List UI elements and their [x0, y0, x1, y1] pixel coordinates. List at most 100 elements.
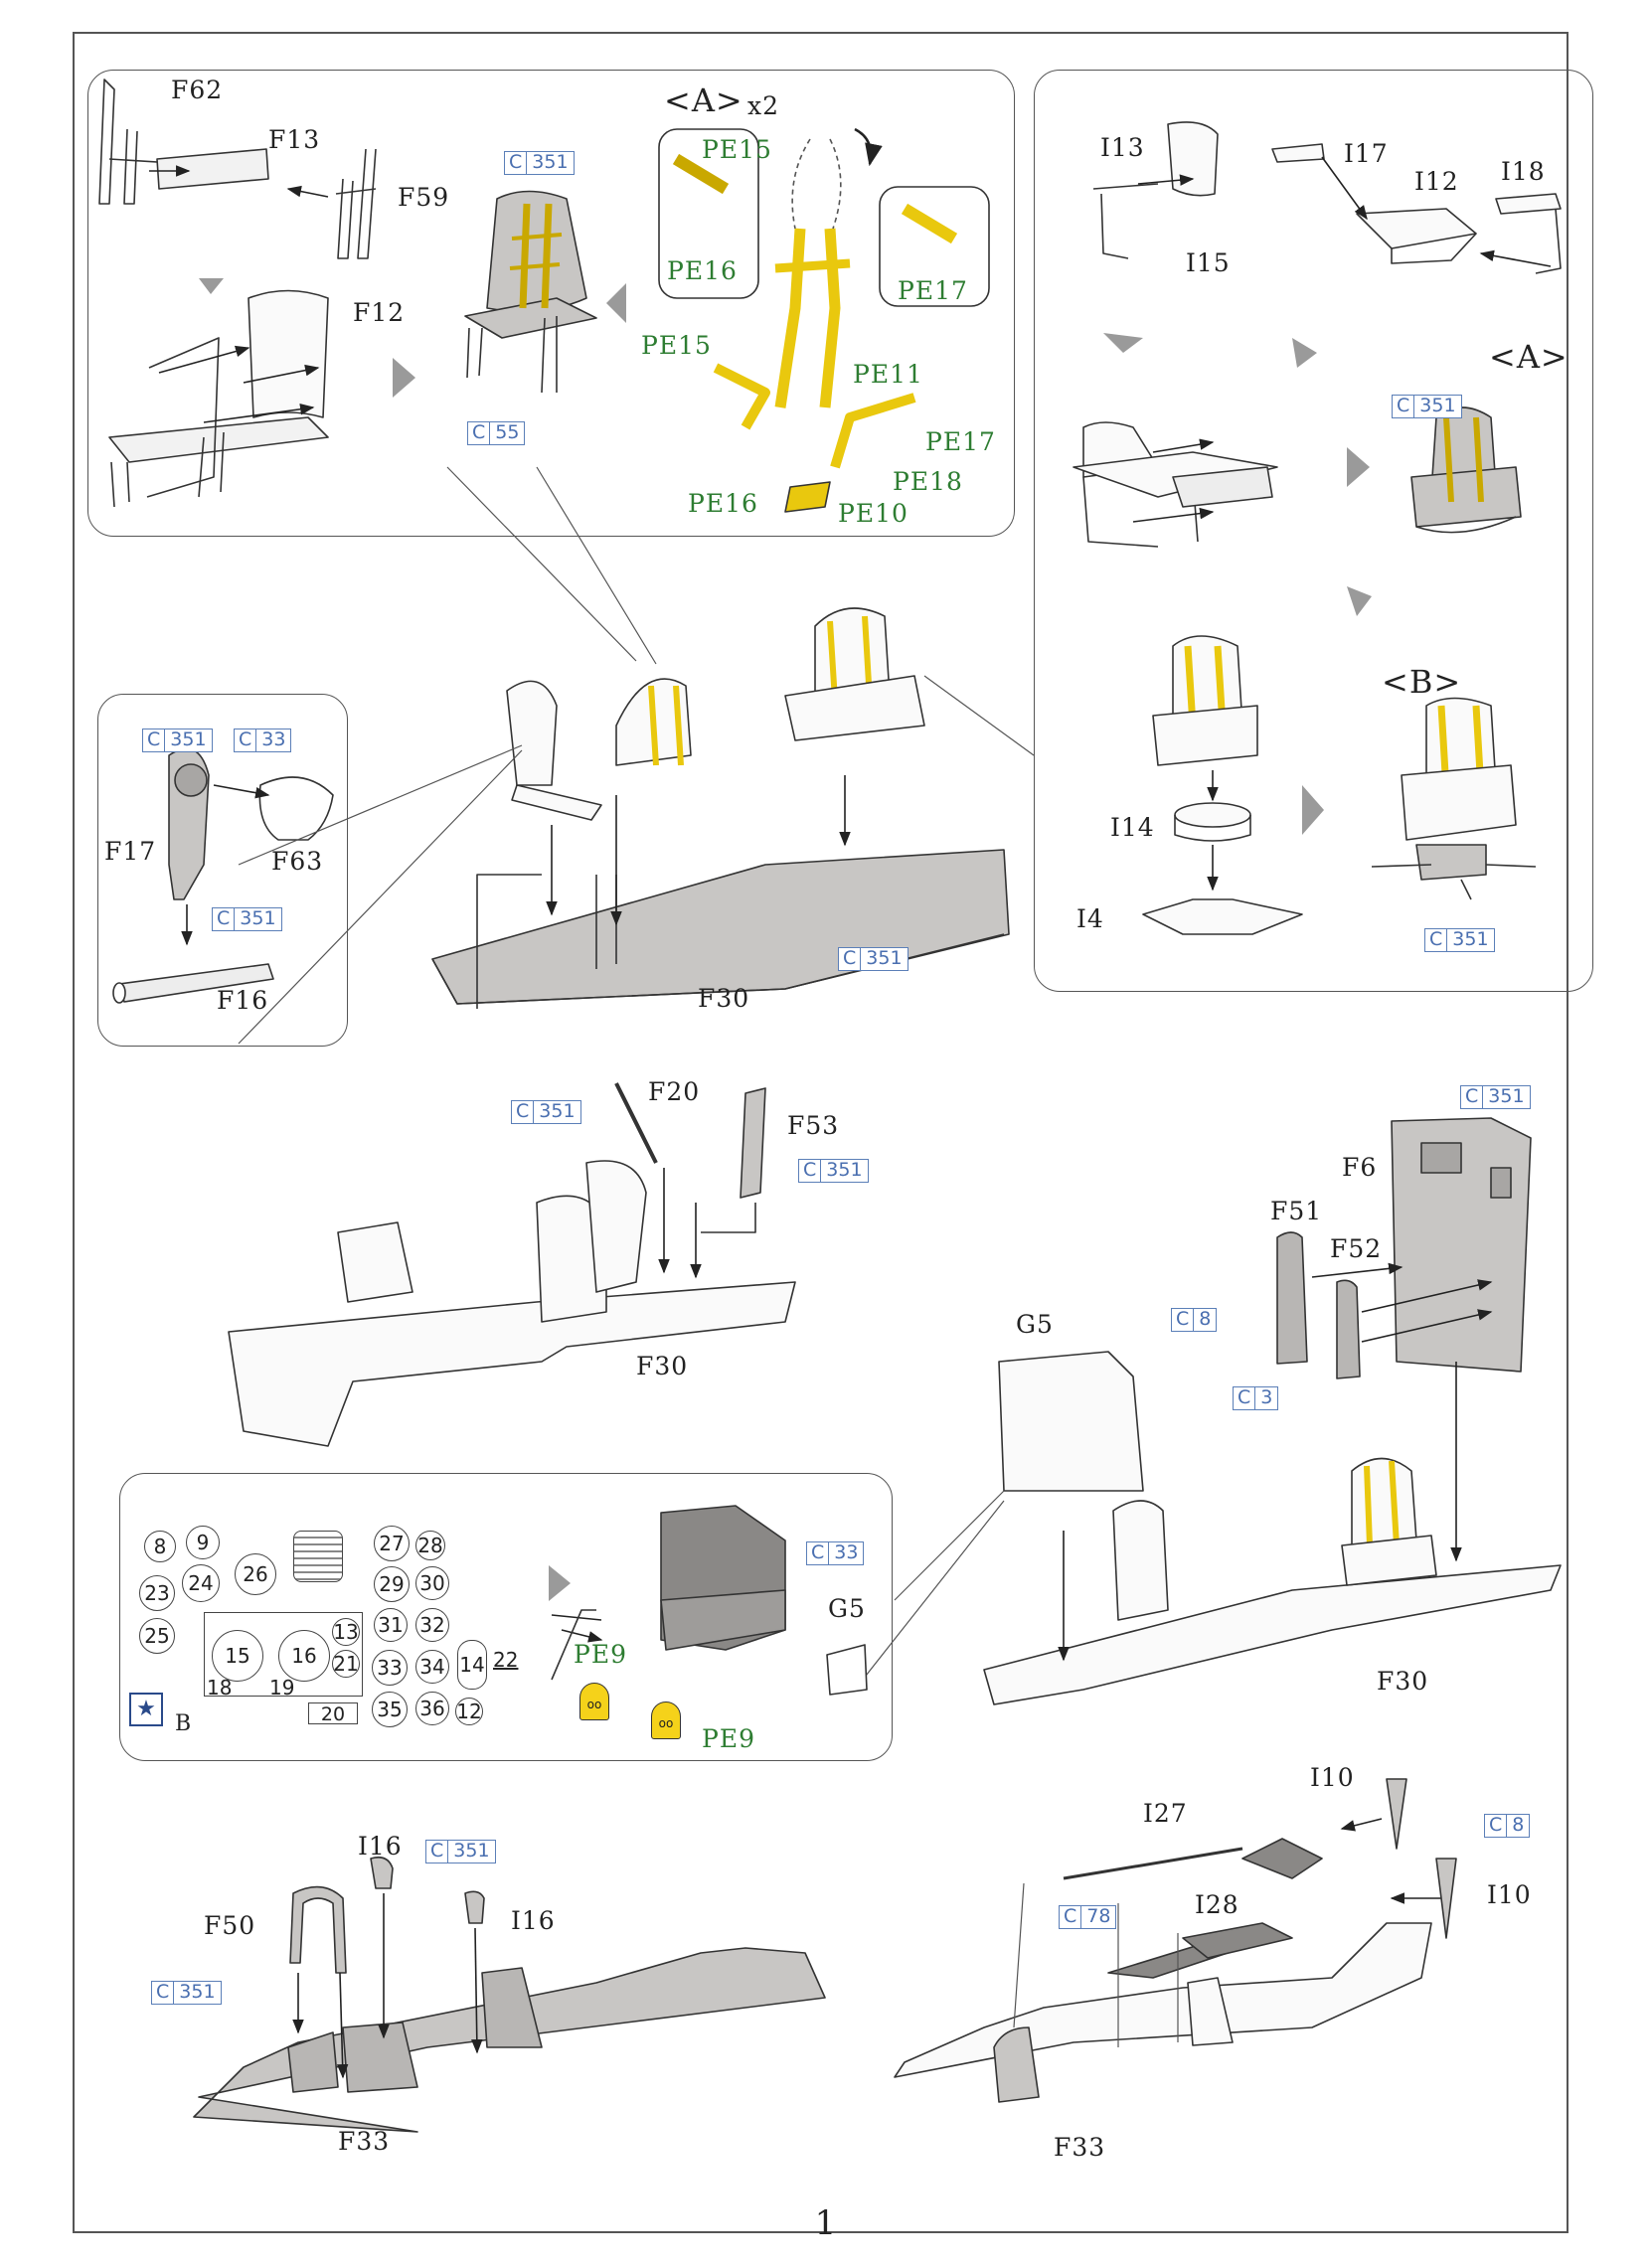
- panel-pilot-seat-assembly: [1034, 70, 1593, 992]
- fuselage-floor-top: [238, 466, 1035, 1045]
- dial: 25: [139, 1618, 175, 1654]
- label-F33-right: F33: [1054, 2133, 1106, 2162]
- dial: 24: [182, 1564, 220, 1602]
- label-PE16-b: PE16: [688, 489, 758, 518]
- pilot-seat-parts: [1092, 121, 1562, 274]
- grey-flow-arrow-icon: [549, 1565, 571, 1601]
- label-PE9-a: PE9: [574, 1640, 627, 1669]
- label-F30-top: F30: [698, 984, 750, 1013]
- label-PE18: PE18: [893, 467, 963, 496]
- fuselage-floor-bottom-left: [193, 1856, 826, 2133]
- dial: 26: [235, 1553, 276, 1595]
- label-F30-right: F30: [1377, 1667, 1429, 1696]
- label-F12: F12: [353, 298, 406, 327]
- label-F63: F63: [271, 847, 324, 876]
- dial: 23: [139, 1575, 175, 1611]
- label-F20: F20: [648, 1077, 701, 1106]
- label-assembly-A: <A>: [664, 81, 743, 119]
- pe9-part-icon: oo: [651, 1701, 681, 1739]
- decal-frame: [204, 1612, 363, 1697]
- label-PE15-a: PE15: [702, 135, 772, 164]
- seat-frame-assembled: [108, 289, 329, 508]
- label-F6: F6: [1342, 1153, 1378, 1182]
- label-F51: F51: [1270, 1197, 1323, 1225]
- harness-belt-set: [658, 127, 990, 513]
- label-PE10: PE10: [838, 499, 908, 528]
- dial: 21: [332, 1650, 360, 1678]
- dial: 35: [372, 1692, 408, 1727]
- dial: 34: [415, 1650, 449, 1684]
- label-F52: F52: [1330, 1234, 1383, 1263]
- label-PE9-b: PE9: [702, 1724, 755, 1753]
- label-PE15-b: PE15: [641, 331, 712, 360]
- bulkhead-F6: [1276, 1117, 1532, 1562]
- seat-frame-exploded: [98, 79, 377, 259]
- pilot-seat-frame-assembled: [1073, 421, 1278, 548]
- label-I16-a: I16: [358, 1832, 403, 1861]
- label-F62: F62: [171, 76, 224, 104]
- dial-label: 22: [493, 1648, 519, 1672]
- label-I27: I27: [1143, 1799, 1188, 1828]
- label-F13: F13: [268, 125, 321, 154]
- label-PE11: PE11: [853, 360, 923, 389]
- dial: 15: [212, 1630, 263, 1682]
- label-I12: I12: [1414, 167, 1459, 196]
- dial: 32: [415, 1608, 449, 1642]
- label-G5-right: G5: [1016, 1310, 1054, 1339]
- dial: 36: [415, 1692, 449, 1725]
- dial: 9: [186, 1526, 220, 1559]
- pilot-seat-A: [1410, 406, 1522, 534]
- clock-decal: [293, 1531, 343, 1582]
- label-PE16-a: PE16: [667, 256, 738, 285]
- label-I17: I17: [1344, 139, 1389, 168]
- dial: 28: [415, 1531, 445, 1560]
- dial: 13: [332, 1618, 360, 1646]
- label-I28: I28: [1195, 1890, 1239, 1919]
- label-F50: F50: [204, 1911, 256, 1940]
- fuselage-floor-right: [854, 1351, 1562, 1705]
- label-I15: I15: [1186, 248, 1231, 277]
- label-I16-b: I16: [511, 1906, 556, 1935]
- dial-label: 20: [308, 1702, 358, 1725]
- decal-sheet-letter: B: [175, 1711, 193, 1736]
- page-border: [73, 32, 1568, 2233]
- insignia-icon: ★: [129, 1693, 163, 1726]
- label-I10-a: I10: [1310, 1763, 1355, 1792]
- dial: 14: [457, 1640, 487, 1690]
- label-x2: x2: [747, 91, 780, 120]
- label-assembly-A-right: <A>: [1489, 338, 1568, 376]
- control-column-parts: [112, 747, 334, 1004]
- label-I4: I4: [1076, 904, 1104, 933]
- dial: 12: [455, 1698, 483, 1725]
- pilot-seat-B: [1371, 697, 1537, 900]
- label-F30-middle: F30: [636, 1352, 689, 1380]
- panel-control-column: [97, 694, 348, 1047]
- page-number: 1: [814, 2203, 837, 2243]
- panel-instrument-decal: [119, 1473, 893, 1761]
- fuselage-floor-bottom-right: [894, 1778, 1457, 2103]
- dial: 33: [372, 1650, 408, 1686]
- seat-with-harness: [464, 190, 597, 394]
- dial: 8: [144, 1531, 176, 1562]
- dial: 29: [374, 1566, 410, 1602]
- dial: 16: [278, 1630, 330, 1682]
- label-assembly-B: <B>: [1382, 663, 1462, 701]
- label-PE17-b: PE17: [925, 427, 996, 456]
- label-PE17-a: PE17: [898, 276, 968, 305]
- label-I10-b: I10: [1487, 1880, 1532, 1909]
